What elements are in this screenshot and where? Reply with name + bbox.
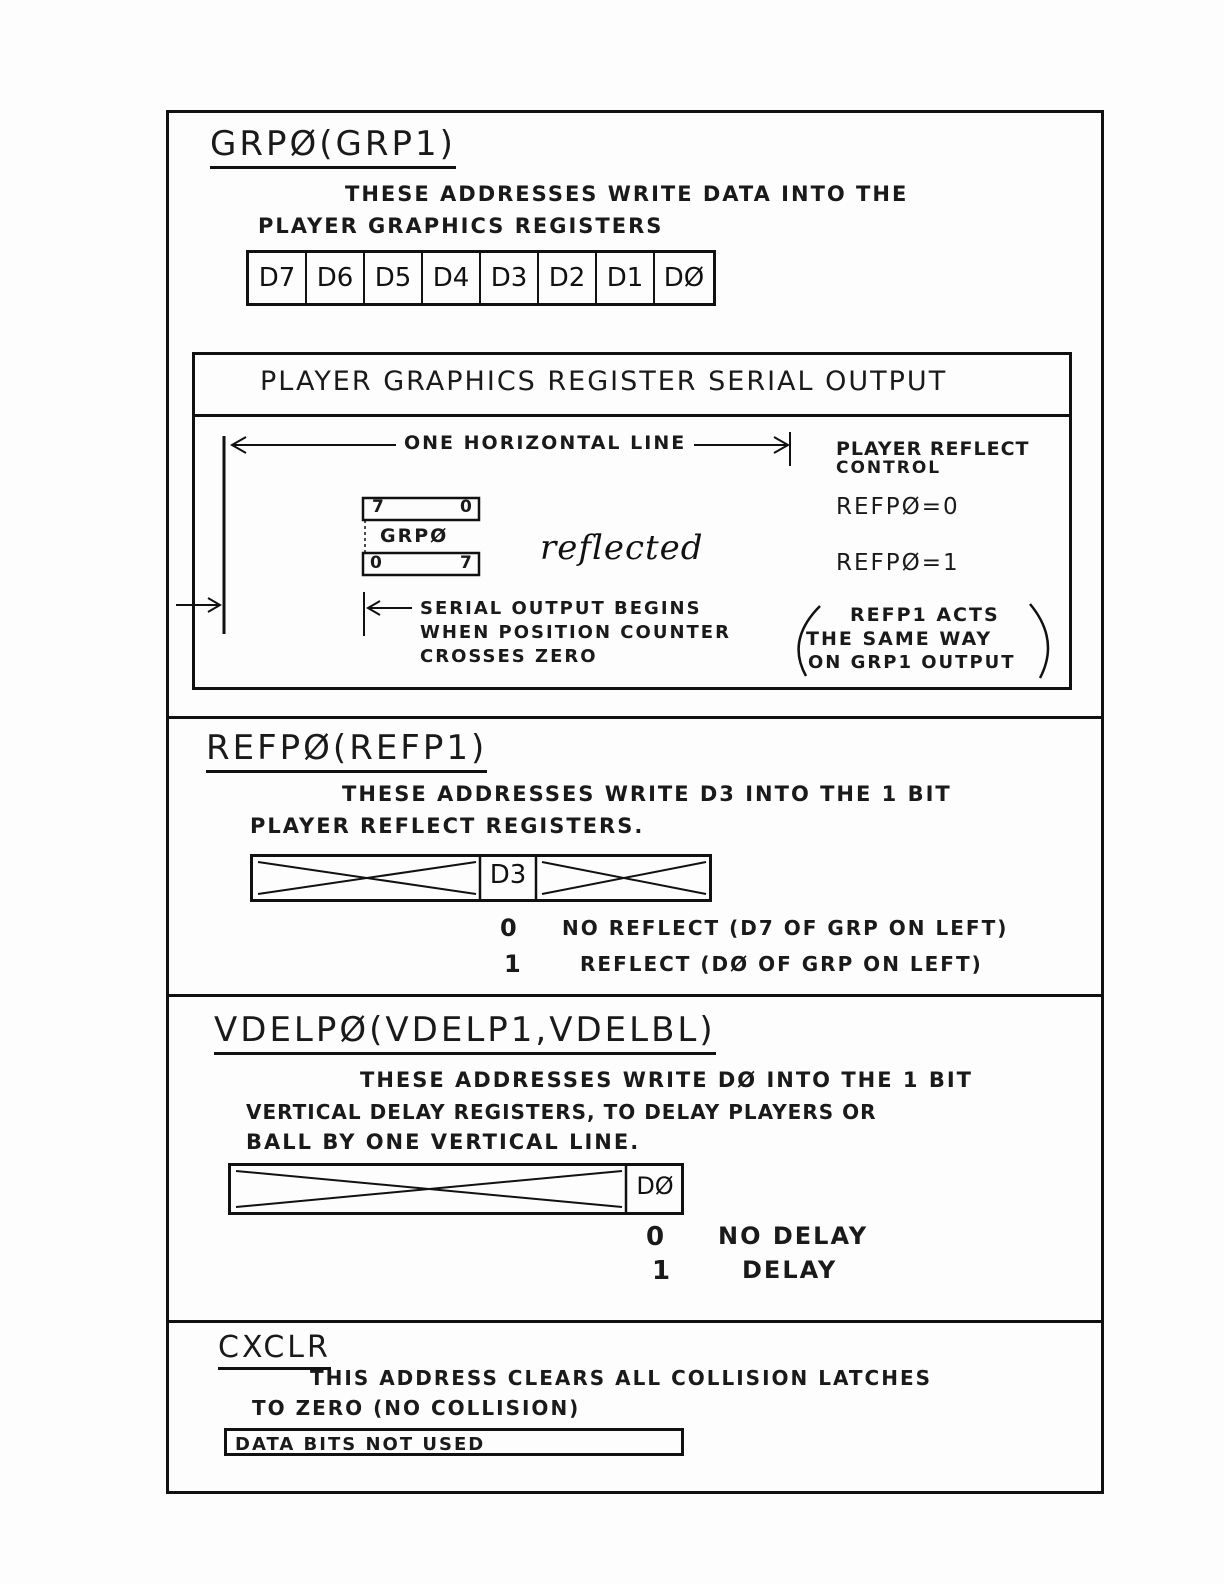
serial-title-divider [192,414,1069,417]
refp-opt1-text: REFLECT (DØ OF GRP ON LEFT) [580,952,983,976]
divider-cxclr [166,1320,1101,1323]
bit-cell: D4 [423,253,481,303]
bit-cell: D6 [307,253,365,303]
bit-cell: D3 [481,253,539,303]
bit-cell: D1 [597,253,655,303]
reg-label: GRPØ [380,525,449,547]
cxclr-title-text: CXCLR [218,1330,331,1370]
cxclr-data-bits-box: DATA BITS NOT USED [224,1428,684,1456]
refp1-note-line2: THE SAME WAY [806,628,993,650]
one-horizontal-line-label: ONE HORIZONTAL LINE [404,432,687,454]
reg-top-right: 0 [460,497,474,517]
vdel-title-text: VDELPØ(VDELP1,VDELBL) [214,1010,716,1055]
refp-opt1-value: 1 [504,950,523,978]
divider-vdel [166,994,1101,997]
refp-title: REFPØ(REFP1) [206,728,488,773]
bit-cell: D7 [249,253,307,303]
vdel-desc-line1: THESE ADDRESSES WRITE DØ INTO THE 1 BIT [360,1068,973,1092]
bit-cell: DØ [663,263,705,293]
refp-opt0-text: NO REFLECT (D7 OF GRP ON LEFT) [562,916,1009,940]
reg-top-left: 7 [372,497,386,517]
refp-bit-d3: D3 [489,860,527,890]
grp-bit-register: D7 D6 D5 D4 D3 D2 D1 DØ [246,250,716,306]
grp-desc-line2: PLAYER GRAPHICS REGISTERS [258,214,664,238]
vdel-opt1-text: DELAY [742,1256,838,1284]
refp-desc-line1: THESE ADDRESSES WRITE D3 INTO THE 1 BIT [342,782,952,806]
cxclr-desc-line2: TO ZERO (NO COLLISION) [252,1396,581,1420]
vdel-bit-register: DØ [228,1163,684,1215]
serial-note-line1: SERIAL OUTPUT BEGINS [420,598,702,619]
serial-note-line2: WHEN POSITION COUNTER [420,622,731,643]
refp0-value-0: REFPØ=0 [836,494,960,520]
reflected-handwriting: reflected [540,528,704,568]
vdel-opt0-text: NO DELAY [718,1222,869,1250]
serial-note-line3: CROSSES ZERO [420,646,598,667]
refp-desc-line2: PLAYER REFLECT REGISTERS. [250,814,645,838]
divider-refp [166,716,1101,719]
vdel-register-graphic [228,1163,684,1215]
refp-register-graphic [250,854,712,902]
refp0-value-1: REFPØ=1 [836,550,960,576]
vdel-opt0-value: 0 [646,1222,667,1252]
reg-bottom-left: 0 [370,553,384,573]
refp-title-text: REFPØ(REFP1) [206,728,488,773]
grp-desc-line1: THESE ADDRESSES WRITE DATA INTO THE [345,182,909,206]
grp-title-text: GRPØ(GRP1) [210,124,456,169]
cxclr-desc-line1: THIS ADDRESS CLEARS ALL COLLISION LATCHE… [310,1366,933,1390]
serial-title: PLAYER GRAPHICS REGISTER SERIAL OUTPUT [260,366,948,397]
bit-cell: D5 [365,253,423,303]
reflect-control-line2: CONTROL [836,458,942,478]
serial-output-box [192,352,1072,690]
reflect-control-line1: PLAYER REFLECT [836,438,1030,460]
vdel-desc-line2: VERTICAL DELAY REGISTERS, TO DELAY PLAYE… [246,1100,877,1124]
refp-bit-register: D3 [250,854,712,902]
vdel-bit-d0: DØ [636,1172,674,1200]
bit-cell: D2 [539,253,597,303]
cxclr-data-bits-text: DATA BITS NOT USED [235,1434,486,1455]
refp1-note-line3: ON GRP1 OUTPUT [808,652,1016,673]
grp-title: GRPØ(GRP1) [210,124,456,169]
reg-bottom-right: 7 [460,553,474,573]
refp-opt0-value: 0 [500,914,519,942]
page-frame [166,110,1104,1494]
refp1-note-line1: REFP1 ACTS [850,604,1000,626]
vdel-title: VDELPØ(VDELP1,VDELBL) [214,1010,716,1055]
cxclr-title: CXCLR [218,1330,331,1370]
vdel-opt1-value: 1 [652,1256,673,1286]
vdel-desc-line3: BALL BY ONE VERTICAL LINE. [246,1130,641,1154]
